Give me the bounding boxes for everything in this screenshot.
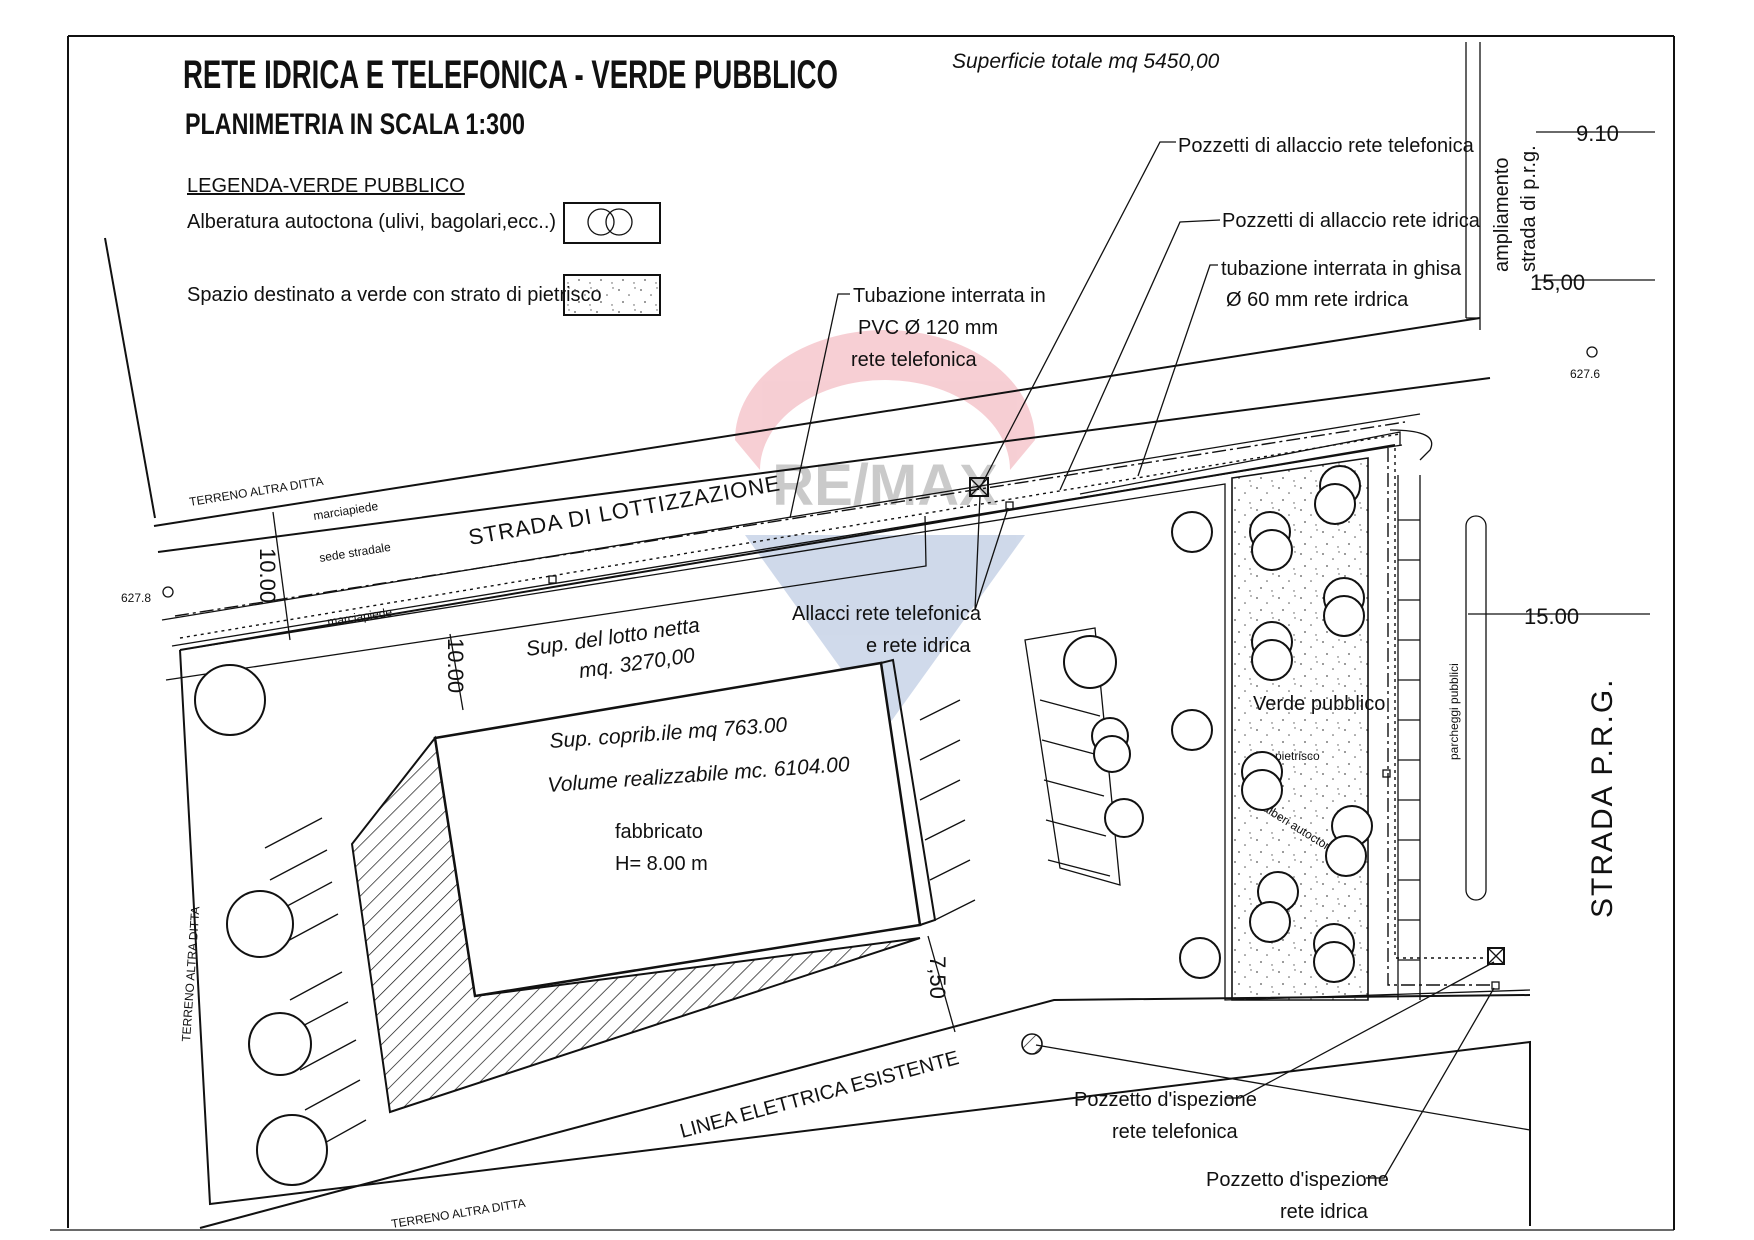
tree-icon [1251,529,1293,571]
dim-10-00-lot: 10.00 [443,638,468,693]
road-lottizzazione-label: STRADA DI LOTTIZZAZIONE [467,470,783,550]
strada-prg-area: parcheggi pubblici 15.00 STRADA P.R.G. [1447,515,1650,918]
tree-icon [1251,639,1293,681]
road-well-marker [548,575,557,584]
callout-pvc-pipe-line-3: rete telefonica [851,349,978,371]
inspection-phone-well-symbol [1487,947,1505,965]
tree-icon [1179,937,1221,979]
road-widening-label-1: ampliamento [1491,157,1513,272]
legend-gravel-label: Spazio destinato a verde con strato di p… [187,284,602,306]
other-owner-left-label: TERRENO ALTRA DITTA [179,906,202,1042]
tree-icon [1241,769,1283,811]
elevation-right: 627.6 [1570,367,1600,381]
elevation-right-marker [1586,346,1598,358]
tree-icon [1313,941,1355,983]
tree-icon [1171,709,1213,751]
elevation-left: 627.8 [121,591,151,605]
parking-stalls [264,475,1421,1151]
legend: LEGENDA-VERDE PUBBLICO Alberatura autoct… [187,175,661,316]
callout-water-inspection-line-2: rete idrica [1280,1201,1369,1223]
tree-icon [256,1114,328,1186]
carriageway-label: sede stradale [318,540,392,565]
callout-pvc-pipe-line-2: PVC Ø 120 mm [858,317,998,339]
trees [194,465,1373,1186]
legend-gravel-swatch [563,274,661,316]
page-title: RETE IDRICA E TELEFONICA - VERDE PUBBLIC… [183,53,838,97]
public-parking-label: parcheggi pubblici [1447,663,1461,760]
tree-icon [1249,901,1291,943]
tree-icon [194,664,266,736]
total-area-note: Superficie totale mq 5450,00 [952,50,1220,73]
callout-connections-line-1: Allacci rete telefonica [792,603,982,625]
callout-water-inspection-line-1: Pozzetto d'ispezione [1206,1169,1389,1191]
tree-icon [587,208,615,236]
callout-phone-inspection-line-2: rete telefonica [1112,1121,1239,1143]
sidewalk-top-label: marciapiede [312,499,379,523]
callout-pvc-pipe-line-1: Tubazione interrata in [853,285,1046,307]
callout-phone-inspection-line-1: Pozzetto d'ispezione [1074,1089,1257,1111]
watermark-text: RE/MAX [772,453,998,518]
power-pole-icon [1021,1033,1043,1055]
line-well-marker [1382,769,1391,778]
inspection-water-well-symbol [1491,981,1500,990]
dim-7-50: 7,50 [925,956,950,999]
tree-icon [248,1012,312,1076]
green-area-gravel-label: pietrisco [1275,749,1320,763]
dim-15-00-right: 15.00 [1524,604,1579,629]
page-subtitle: PLANIMETRIA IN SCALA 1:300 [185,108,525,141]
legend-trees-label: Alberatura autoctona (ulivi, bagolari,ec… [187,211,556,233]
road-widening-label-2: strada di p.r.g. [1518,145,1540,272]
other-owner-top-label: TERRENO ALTRA DITTA [188,474,324,509]
elevation-left-marker [162,586,174,598]
road-prg-label: STRADA P.R.G. [1586,677,1619,918]
utility-lines-right [1382,429,1505,990]
callouts-utilities: Pozzetti di allaccio rete telefonica Poz… [789,135,1481,657]
drawing-frame [50,35,1675,1231]
callout-connections-line-2: e rete idrica [866,635,971,657]
road-widening-strip: ampliamento strada di p.r.g. 9.10 15,00 [1465,42,1655,330]
callout-phone-connection-wells: Pozzetti di allaccio rete telefonica [1178,135,1475,157]
callouts-inspection: Pozzetto d'ispezione rete telefonica Poz… [1074,961,1495,1223]
tree-icon [1093,735,1131,773]
tree-icon [1323,595,1365,637]
building-height: H= 8.00 m [615,853,708,875]
legend-trees-swatch [563,202,661,244]
callout-water-pipe-line-1: tubazione interrata in ghisa [1221,258,1462,280]
dim-9-10: 9.10 [1576,121,1619,146]
tree-icon [226,890,294,958]
building: Sup. coprib.ile mq 763.00 Volume realizz… [350,658,956,1114]
callout-water-pipe-line-2: Ø 60 mm rete irdrica [1226,289,1409,311]
dim-10-00-road: 10.00 [255,548,280,603]
tree-icon [1104,798,1144,838]
callout-water-connection-wells: Pozzetti di allaccio rete idrica [1222,210,1481,232]
dim-15-00-top: 15,00 [1530,270,1585,295]
other-owner-bottom-label: TERRENO ALTRA DITTA [390,1196,526,1231]
building-name: fabbricato [615,821,703,843]
green-area-title: Verde pubblico [1253,693,1385,715]
parking-median [1465,515,1487,901]
tree-icon [1314,483,1356,525]
legend-heading: LEGENDA-VERDE PUBBLICO [187,175,465,197]
tree-icon [1063,635,1117,689]
tree-icon [1325,835,1367,877]
water-well-symbol [1005,501,1014,510]
phone-well-symbol [969,477,989,497]
tree-icon [1171,511,1213,553]
